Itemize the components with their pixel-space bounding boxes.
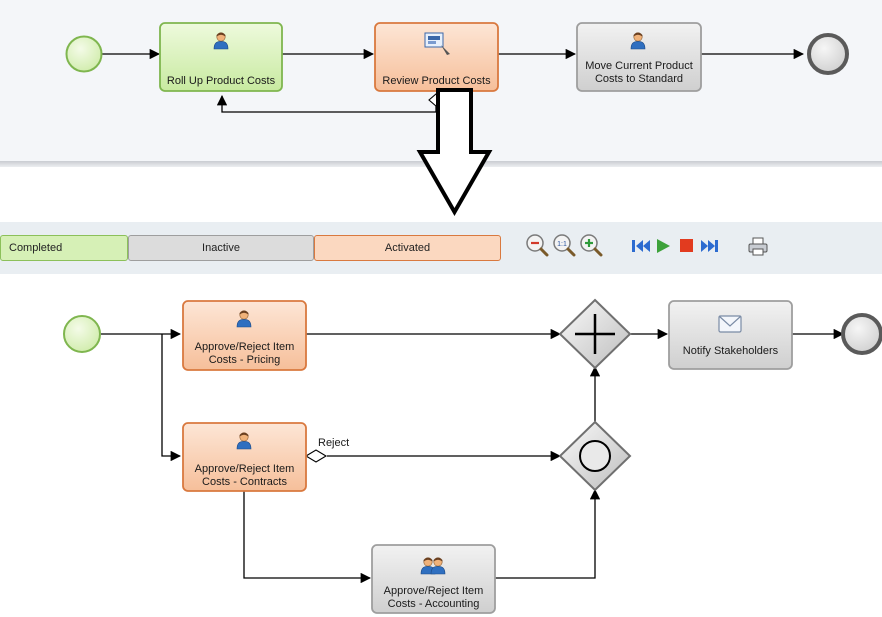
legend-inactive: Inactive <box>128 235 314 261</box>
task-label-accounting: Approve/Reject Item Costs - Accounting <box>383 585 484 610</box>
zoom-actual-icon[interactable]: 1:1 <box>553 234 576 257</box>
zoom-in-icon[interactable] <box>580 234 603 257</box>
task-label-contracts: Approve/Reject Item Costs - Contracts <box>194 463 295 488</box>
task-label-move: Move Current Product Costs to Standard <box>585 60 693 85</box>
task-pricing-box <box>182 300 307 371</box>
flow-contracts-accounting <box>243 491 372 584</box>
fast-forward-icon[interactable] <box>701 240 718 252</box>
top-start-event <box>65 35 103 73</box>
reject-conditional-diamond <box>304 449 328 463</box>
stop-icon[interactable] <box>680 239 693 252</box>
reject-edge-label: Reject <box>318 437 350 449</box>
task-move-box <box>576 22 702 92</box>
task-label-notify: Notify Stakeholders <box>682 345 779 357</box>
legend-completed: Completed <box>0 235 128 261</box>
task-label-rollup: Roll Up Product Costs <box>166 75 276 87</box>
top-end-event <box>807 33 849 75</box>
task-rollup-box <box>159 22 283 92</box>
parallel-gateway <box>558 298 632 370</box>
inclusive-gateway <box>558 420 632 492</box>
envelope-icon <box>718 315 742 333</box>
svg-text:1:1: 1:1 <box>557 241 567 248</box>
play-icon[interactable] <box>657 239 670 253</box>
top-flow-loopback <box>216 94 437 113</box>
zoom-out-icon[interactable] <box>526 234 549 257</box>
task-label-review: Review Product Costs <box>382 75 491 87</box>
transition-down-arrow <box>416 88 493 217</box>
rewind-icon[interactable] <box>632 240 650 252</box>
flow-accounting-inclusive <box>495 488 601 579</box>
legend-activated: Activated <box>314 235 501 261</box>
form-icon <box>424 32 450 55</box>
task-accounting-box <box>371 544 496 614</box>
flow-start-contracts <box>161 334 182 462</box>
start-event <box>63 315 101 353</box>
task-notify-box <box>668 300 793 370</box>
task-label-pricing: Approve/Reject Item Costs - Pricing <box>194 341 295 366</box>
end-event <box>841 313 882 355</box>
print-icon[interactable] <box>748 237 768 256</box>
task-contracts-box <box>182 422 307 492</box>
